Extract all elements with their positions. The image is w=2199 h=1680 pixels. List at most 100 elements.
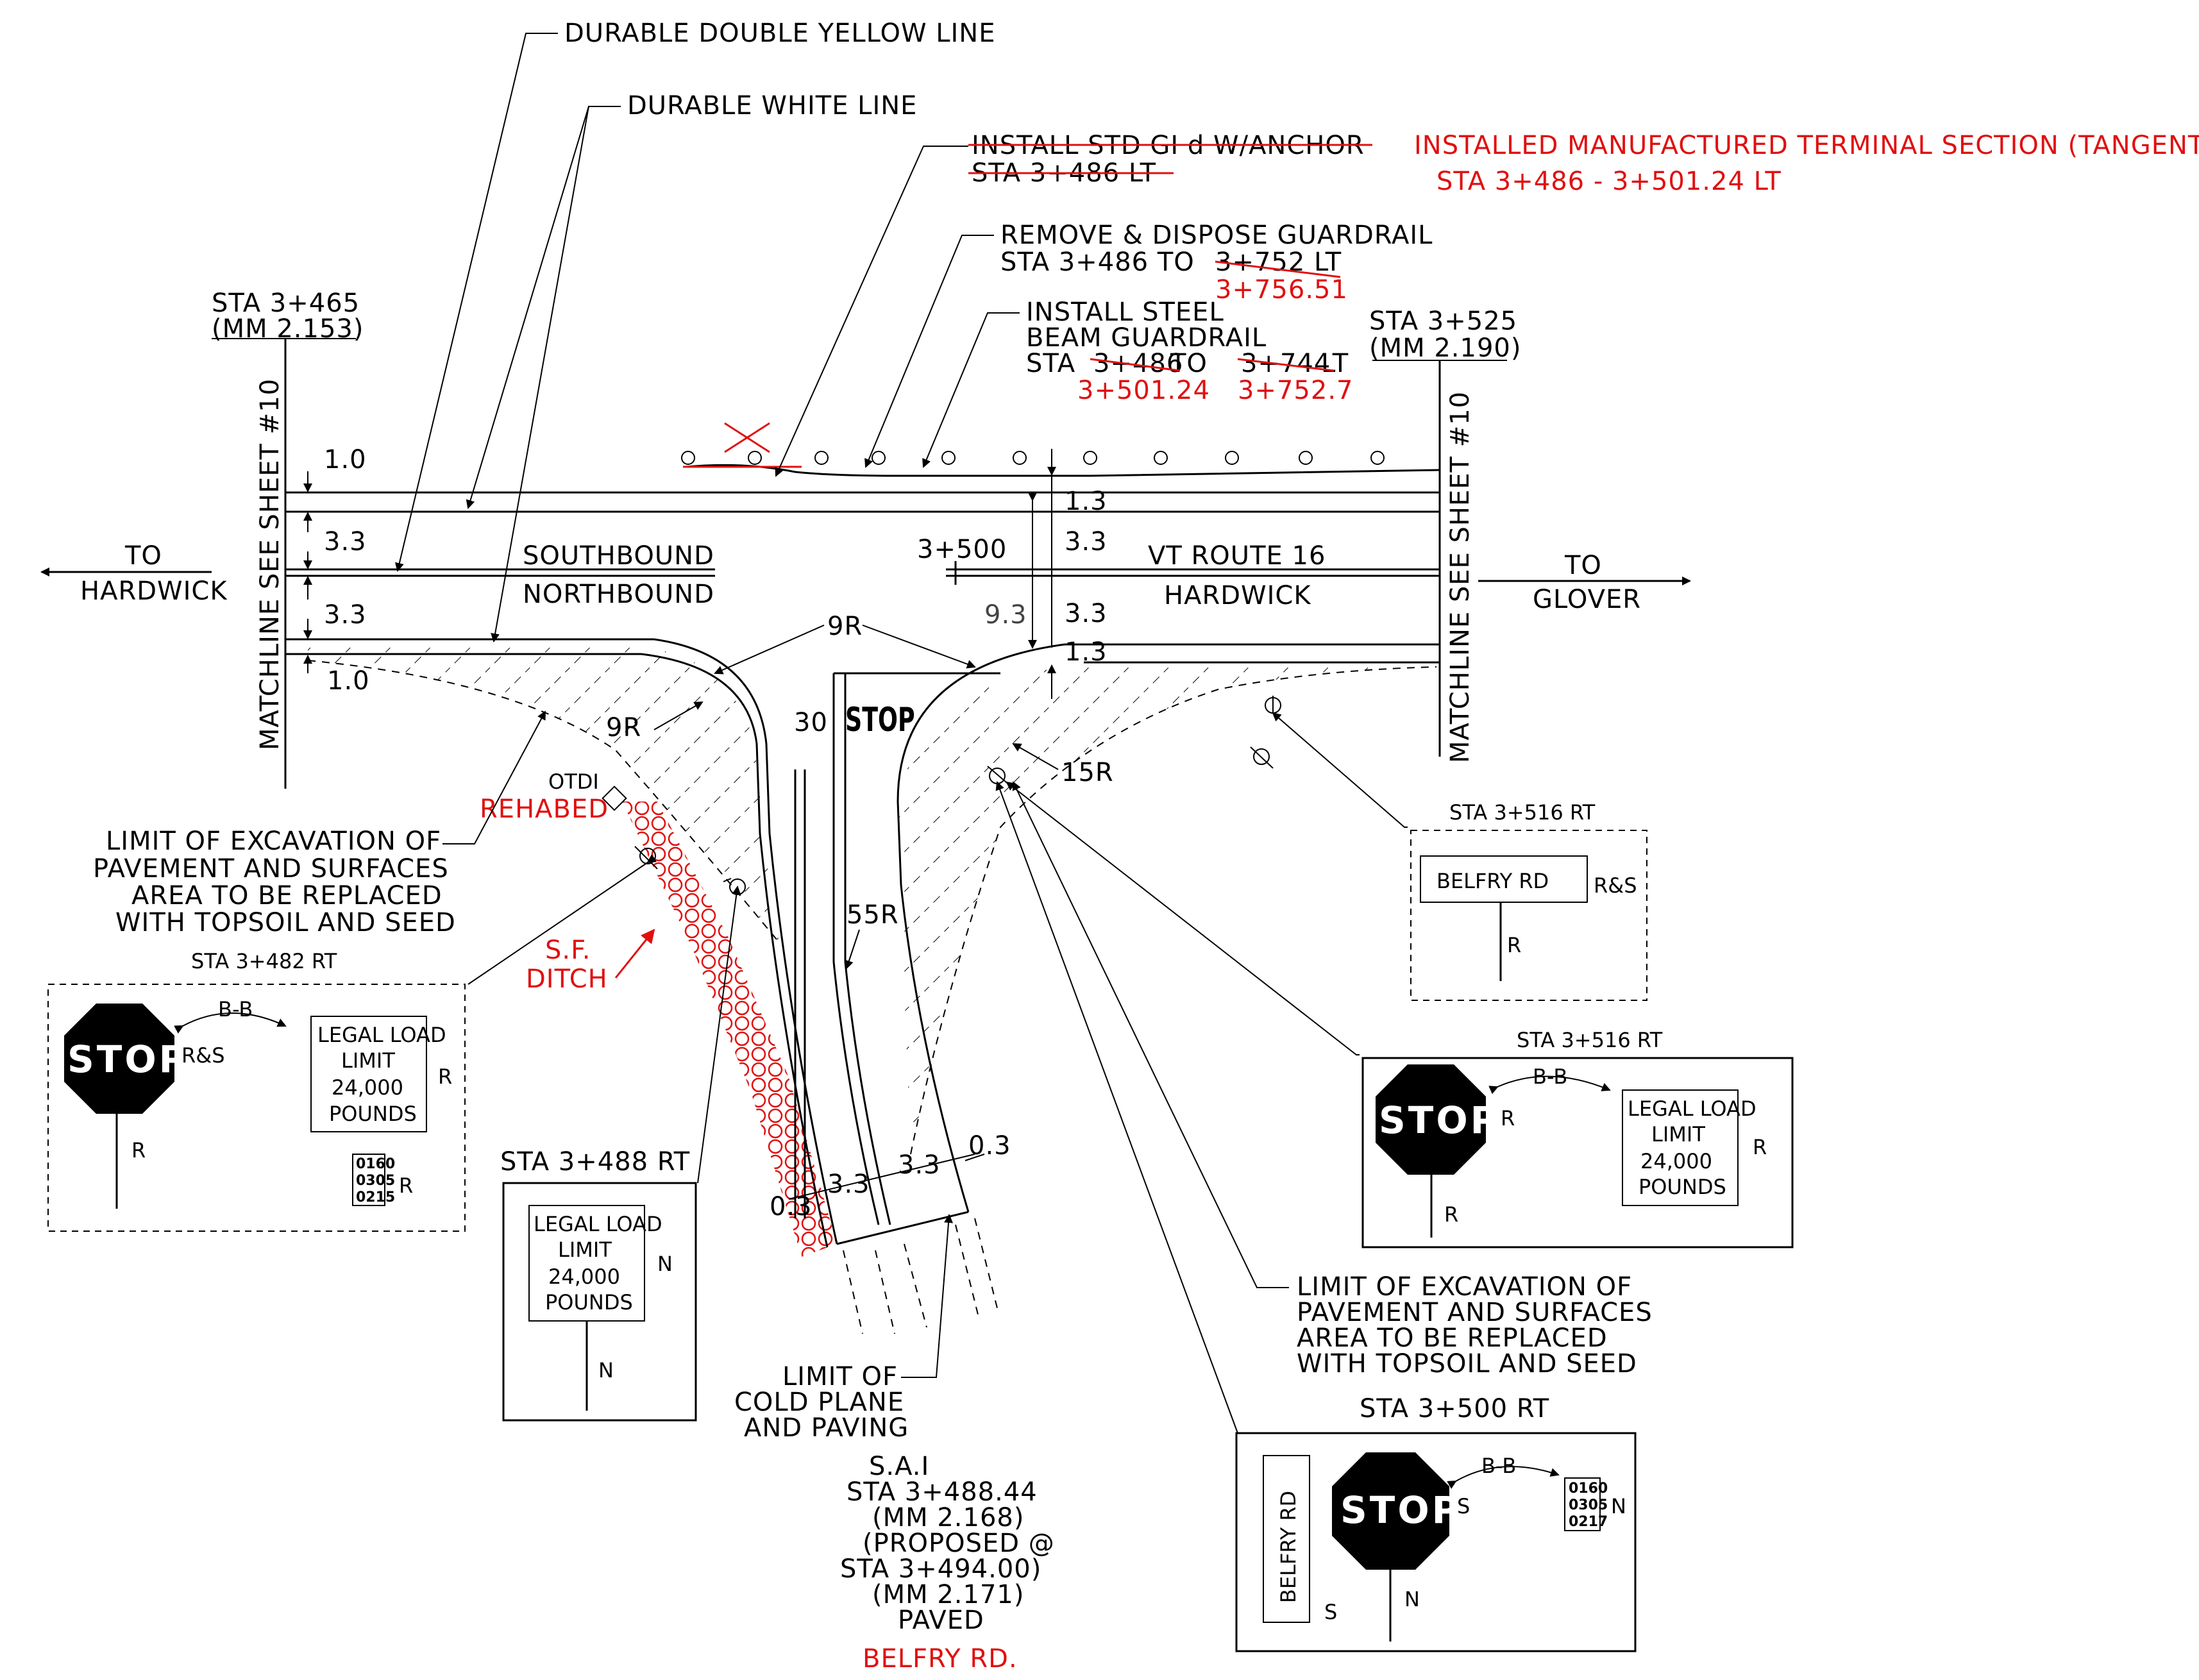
dimensions-right: 1.3 3.3 3.3 1.3 9.3 — [984, 449, 1108, 699]
svg-text:3.3: 3.3 — [1065, 599, 1108, 628]
otdi-callout: OTDI REHABED — [480, 769, 627, 824]
svg-text:1.0: 1.0 — [324, 445, 367, 475]
sign-panel-3488: STA 3+488 RT LEGAL LOAD LIMIT 24,000 POU… — [500, 886, 741, 1422]
svg-text:0217: 0217 — [1569, 1514, 1608, 1530]
svg-text:LEGAL LOAD: LEGAL LOAD — [317, 1023, 446, 1047]
svg-text:STA 3+500 RT: STA 3+500 RT — [1360, 1394, 1549, 1424]
radius-callouts: 9R 9R 15R 55R 30 STOP — [606, 612, 1113, 970]
svg-text:24,000: 24,000 — [332, 1075, 403, 1100]
svg-text:BELFRY RD: BELFRY RD — [1276, 1491, 1301, 1603]
svg-text:STA: STA — [1026, 349, 1075, 378]
svg-text:24,000: 24,000 — [1640, 1149, 1712, 1173]
svg-text:N: N — [1404, 1587, 1420, 1611]
svg-text:STOP: STOP — [1379, 1098, 1500, 1142]
svg-text:WITH TOPSOIL AND SEED: WITH TOPSOIL AND SEED — [115, 908, 456, 937]
sf-ditch-label: S.F. DITCH — [526, 928, 655, 994]
svg-text:B-B: B-B — [1533, 1064, 1567, 1089]
callout-install-steel: INSTALL STEEL BEAM GUARDRAIL STA 3+486 T… — [922, 298, 1352, 468]
stop-sign-icon — [1332, 1452, 1449, 1570]
svg-text:N: N — [1611, 1494, 1626, 1518]
svg-text:STA 3+488 RT: STA 3+488 RT — [500, 1147, 690, 1177]
svg-text:R: R — [131, 1138, 146, 1163]
svg-text:STOP: STOP — [1340, 1488, 1462, 1532]
hardwick-road-label: HARDWICK — [1164, 581, 1311, 610]
svg-text:S.F.: S.F. — [545, 936, 591, 965]
svg-text:LIMIT: LIMIT — [558, 1238, 612, 1262]
direction-glover: TO GLOVER — [1478, 551, 1691, 614]
svg-text:1.3: 1.3 — [1065, 487, 1108, 516]
sai-block: S.A.I STA 3+488.44 (MM 2.168) (PROPOSED … — [840, 1452, 1055, 1674]
sf-ditch — [622, 802, 837, 1257]
svg-text:BEAM GUARDRAIL: BEAM GUARDRAIL — [1026, 323, 1267, 353]
callout-white-line: DURABLE WHITE LINE — [466, 91, 917, 643]
svg-text:R: R — [399, 1173, 413, 1198]
svg-text:STA 3+525: STA 3+525 — [1369, 307, 1517, 336]
dimensions-left: 1.0 3.3 3.3 1.0 — [303, 445, 369, 696]
svg-text:DITCH: DITCH — [526, 964, 608, 994]
svg-text:0.3: 0.3 — [770, 1192, 813, 1222]
svg-text:POUNDS: POUNDS — [329, 1102, 417, 1126]
svg-text:3+744: 3+744 — [1241, 349, 1331, 378]
svg-text:COLD PLANE: COLD PLANE — [734, 1388, 904, 1417]
svg-text:3.3: 3.3 — [827, 1170, 870, 1199]
northbound-label: NORTHBOUND — [523, 580, 714, 609]
svg-text:STA 3+494.00): STA 3+494.00) — [840, 1554, 1041, 1584]
mile-marker-icon — [1564, 1477, 1601, 1531]
stop-sign-icon — [64, 1004, 174, 1114]
sign-panel-3516-stop: STA 3+516 RT STOP R R B-B LEGAL LOAD LIM… — [1006, 781, 1794, 1248]
svg-text:STA 3+486 - 3+501.24 LT: STA 3+486 - 3+501.24 LT — [1437, 167, 1782, 196]
mile-marker-icon — [352, 1154, 385, 1206]
svg-text:0160: 0160 — [1569, 1481, 1608, 1497]
svg-text:3+486: 3+486 — [1093, 349, 1183, 378]
svg-text:HARDWICK: HARDWICK — [80, 576, 228, 606]
svg-text:55R: 55R — [847, 900, 899, 930]
svg-text:3+752 LT: 3+752 LT — [1215, 248, 1342, 277]
svg-text:N: N — [657, 1252, 673, 1276]
sign-posts-plan — [634, 696, 1281, 895]
direction-hardwick: TO HARDWICK — [40, 541, 228, 606]
svg-text:TO: TO — [1564, 551, 1602, 580]
svg-text:(MM 2.168): (MM 2.168) — [872, 1503, 1024, 1533]
svg-text:(MM 2.190): (MM 2.190) — [1369, 333, 1521, 363]
svg-text:STA 3+482 RT: STA 3+482 RT — [191, 949, 337, 973]
callout-double-yellow: DURABLE DOUBLE YELLOW LINE — [394, 19, 995, 572]
svg-text:REMOVE & DISPOSE GUARDRAIL: REMOVE & DISPOSE GUARDRAIL — [1000, 221, 1433, 250]
svg-text:S: S — [1457, 1494, 1470, 1518]
svg-text:3.3: 3.3 — [324, 600, 367, 630]
southbound-label: SOUTHBOUND — [523, 541, 714, 571]
svg-text:STA 3+516 RT: STA 3+516 RT — [1517, 1028, 1663, 1052]
svg-text:24,000: 24,000 — [548, 1264, 620, 1289]
svg-text:(PROPOSED @: (PROPOSED @ — [863, 1529, 1055, 1558]
svg-text:9R: 9R — [606, 713, 641, 743]
matchline-left: STA 3+465 (MM 2.153) MATCHLINE SEE SHEET… — [212, 289, 363, 789]
svg-text:DURABLE WHITE LINE: DURABLE WHITE LINE — [627, 91, 917, 121]
svg-text:TO: TO — [1170, 349, 1208, 378]
svg-text:AREA TO BE REPLACED: AREA TO BE REPLACED — [1297, 1323, 1608, 1353]
callout-cold-plane: LIMIT OF COLD PLANE AND PAVING — [734, 1214, 954, 1443]
svg-text:R&S: R&S — [1594, 873, 1637, 898]
svg-text:S: S — [1324, 1600, 1337, 1624]
svg-text:STA 3+486 TO: STA 3+486 TO — [1000, 248, 1195, 277]
svg-text:S.A.I: S.A.I — [869, 1452, 929, 1481]
svg-text:LIMIT OF EXCAVATION OF: LIMIT OF EXCAVATION OF — [1297, 1272, 1632, 1302]
svg-text:LEGAL LOAD: LEGAL LOAD — [1628, 1096, 1757, 1121]
svg-text:BELFRY RD: BELFRY RD — [1437, 869, 1549, 893]
belfry-road — [641, 638, 1065, 1334]
svg-text:3+756.51: 3+756.51 — [1215, 275, 1348, 305]
matchline-right: STA 3+525 (MM 2.190) MATCHLINE SEE SHEET… — [1369, 307, 1521, 763]
svg-text:30: 30 — [794, 708, 828, 737]
pavement-stop-marking: STOP — [845, 700, 915, 739]
guardrail-posts — [681, 422, 1385, 468]
sign-panel-3482: STA 3+482 RT STOP R R&S B-B LEGAL LOAD L… — [47, 854, 657, 1232]
sign-panel-3516-belfry: STA 3+516 RT BELFRY RD R&S R — [1272, 712, 1647, 1001]
svg-text:POUNDS: POUNDS — [1639, 1175, 1726, 1199]
svg-text:INSTALL STEEL: INSTALL STEEL — [1026, 298, 1224, 327]
svg-text:9.3: 9.3 — [984, 600, 1027, 630]
svg-text:(MM 2.171): (MM 2.171) — [872, 1580, 1024, 1609]
station-3500-label: 3+500 — [917, 535, 1007, 564]
svg-text:LIMIT: LIMIT — [1651, 1122, 1705, 1147]
svg-text:LIMIT: LIMIT — [341, 1048, 395, 1073]
svg-text:LIMIT OF EXCAVATION OF: LIMIT OF EXCAVATION OF — [106, 827, 441, 856]
svg-text:WITH TOPSOIL AND SEED: WITH TOPSOIL AND SEED — [1297, 1349, 1637, 1379]
